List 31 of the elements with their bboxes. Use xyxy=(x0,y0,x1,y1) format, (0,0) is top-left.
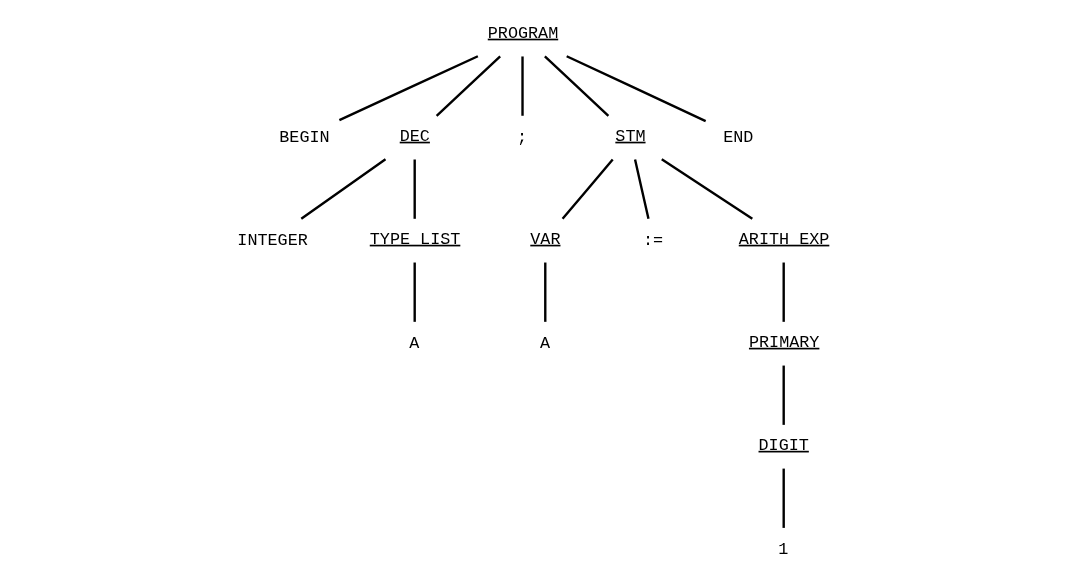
node-text: DEC xyxy=(399,126,430,146)
node-text: ARITH EXP xyxy=(738,229,829,249)
node-text: VAR xyxy=(529,229,560,249)
node-text: 1 xyxy=(777,540,788,560)
connector xyxy=(782,262,785,322)
node-text: DIGIT xyxy=(758,435,809,455)
node-text: BEGIN xyxy=(278,127,330,147)
connector xyxy=(565,55,706,123)
connector xyxy=(520,56,524,116)
connector xyxy=(338,55,478,122)
node-text: TYPE LIST xyxy=(369,229,460,249)
connector xyxy=(413,262,416,322)
node-text: := xyxy=(642,230,663,250)
connector xyxy=(633,159,650,220)
connector xyxy=(543,262,546,322)
connector xyxy=(300,158,386,220)
node-text: A xyxy=(408,333,419,353)
connector xyxy=(561,158,614,220)
connector xyxy=(660,158,753,220)
node-text: A xyxy=(539,333,550,353)
node-text: PRIMARY xyxy=(748,332,819,352)
connector xyxy=(543,55,609,117)
connector xyxy=(413,159,416,219)
node-text: INTEGER xyxy=(236,230,308,250)
node-text: ; xyxy=(516,127,527,147)
node-text: END xyxy=(722,127,753,147)
node-text: PROGRAM xyxy=(487,23,558,43)
node-text: STM xyxy=(614,126,646,146)
connector xyxy=(435,55,501,117)
connector xyxy=(782,365,785,425)
connector xyxy=(782,468,785,528)
